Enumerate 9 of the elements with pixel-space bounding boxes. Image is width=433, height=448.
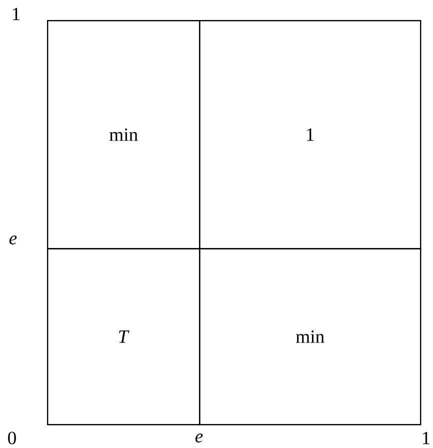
axis-label: 1 (422, 432, 430, 444)
region-cell: min (199, 248, 422, 426)
axis-label: e (9, 236, 17, 244)
region-cell: min (47, 20, 200, 250)
axis-label: e (195, 434, 203, 442)
region-cell: 1 (199, 20, 422, 250)
axis-label: 0 (8, 432, 16, 444)
region-cell: T (47, 248, 200, 426)
axis-label: 1 (12, 8, 20, 20)
